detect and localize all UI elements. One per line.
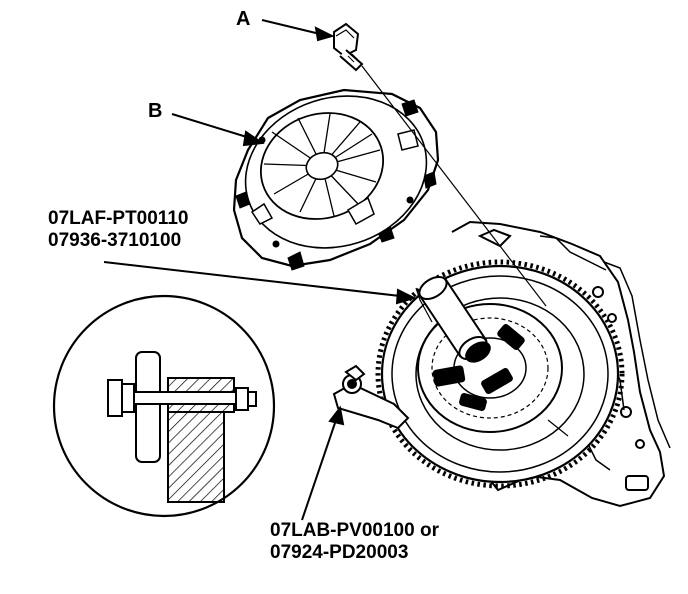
holder-tool-part-number-1: 07LAB-PV00100 or (270, 520, 439, 541)
alignment-tool-part-number-1: 07LAF-PT00110 (48, 208, 189, 229)
flywheel-holder-tool (332, 364, 410, 430)
callout-a-label: A (236, 8, 251, 30)
detail-inset (52, 294, 276, 518)
alignment-tool (418, 275, 491, 363)
holder-tool-part-number-2: 07924-PD20003 (270, 542, 409, 563)
pressure-plate (232, 88, 440, 271)
callout-b-label: B (148, 100, 163, 122)
flange-bolt (333, 22, 364, 72)
alignment-tool-part-number-2: 07936-3710100 (48, 230, 182, 251)
bolt-install-line (361, 65, 547, 307)
callout-arrows (103, 19, 417, 521)
